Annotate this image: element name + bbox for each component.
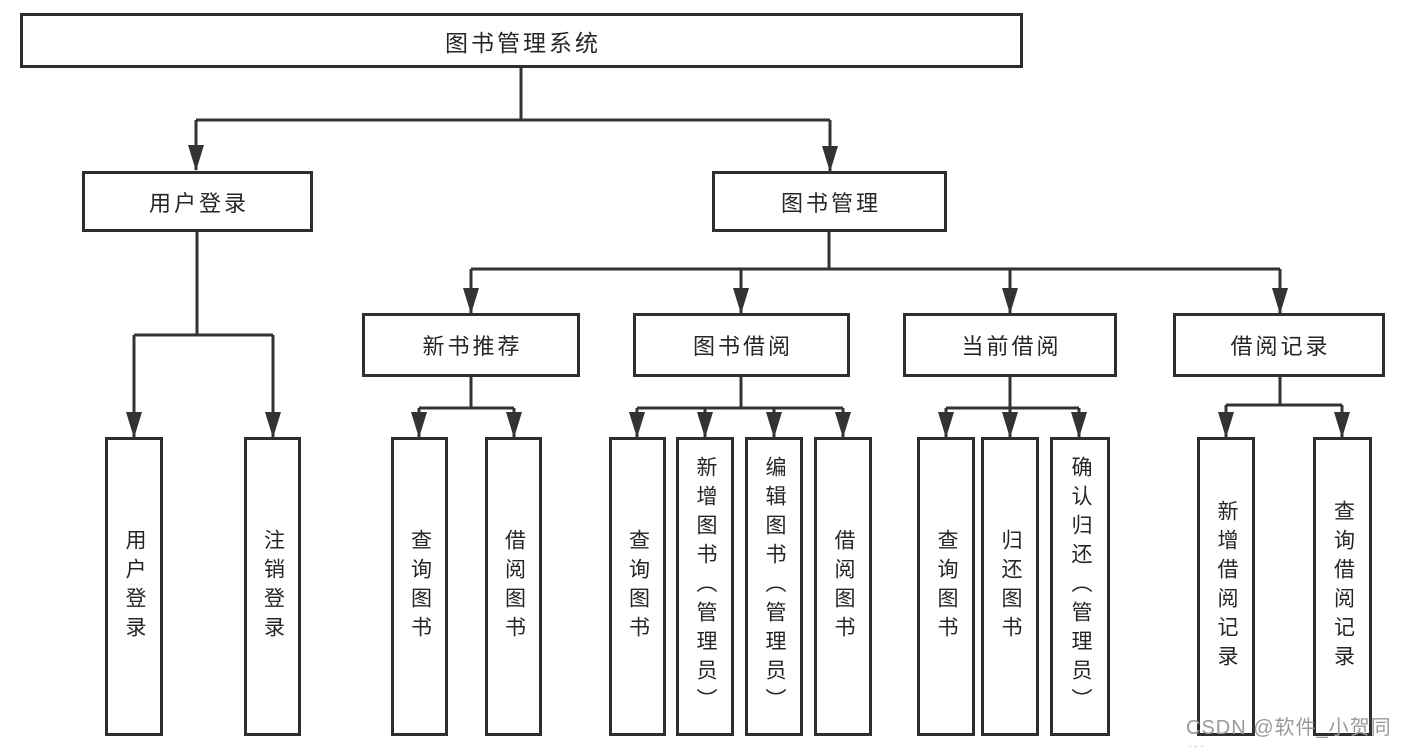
leaf-user-login: 用户登录 bbox=[105, 437, 163, 736]
edges-book-management-children bbox=[463, 232, 1288, 314]
leaf-recommend-borrow-book: 借阅图书 bbox=[485, 437, 542, 736]
node-book-management: 图书管理 bbox=[712, 171, 947, 232]
edges-new-book-recommend-children bbox=[411, 377, 522, 438]
leaf-current-confirm-return-admin: 确认归还（管理员） bbox=[1050, 437, 1110, 736]
leaf-current-return-book: 归还图书 bbox=[981, 437, 1039, 736]
node-user-login: 用户登录 bbox=[82, 171, 313, 232]
leaf-record-query-record: 查询借阅记录 bbox=[1313, 437, 1372, 736]
node-root: 图书管理系统 bbox=[20, 13, 1023, 68]
edges-borrow-record-children bbox=[1218, 377, 1350, 438]
leaf-borrow-edit-book-admin: 编辑图书（管理员） bbox=[745, 437, 803, 736]
edges-book-borrow-children bbox=[629, 377, 851, 438]
leaf-borrow-borrow-book: 借阅图书 bbox=[814, 437, 872, 736]
leaf-record-add-record: 新增借阅记录 bbox=[1197, 437, 1255, 736]
node-current-borrow: 当前借阅 bbox=[903, 313, 1117, 377]
leaf-borrow-add-book-admin: 新增图书（管理员） bbox=[676, 437, 734, 736]
node-new-book-recommend: 新书推荐 bbox=[362, 313, 580, 377]
leaf-recommend-query-book: 查询图书 bbox=[391, 437, 448, 736]
node-book-borrow: 图书借阅 bbox=[633, 313, 850, 377]
node-borrow-record: 借阅记录 bbox=[1173, 313, 1385, 377]
edges-current-borrow-children bbox=[938, 377, 1087, 438]
edges-root-to-level2 bbox=[188, 68, 838, 172]
edges-user-login-children bbox=[126, 232, 281, 438]
leaf-borrow-query-book: 查询图书 bbox=[609, 437, 666, 736]
leaf-logout-login: 注销登录 bbox=[244, 437, 301, 736]
leaf-current-query-book: 查询图书 bbox=[917, 437, 975, 736]
